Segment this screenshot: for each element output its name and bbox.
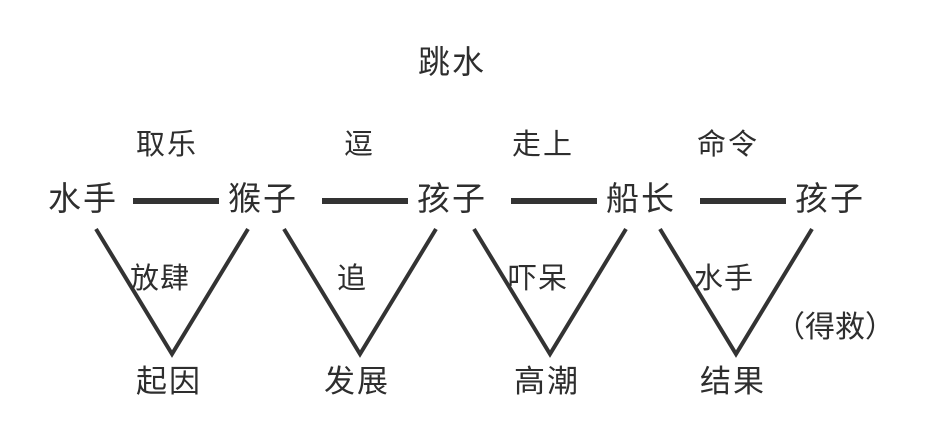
v-inner-label-2: 追 xyxy=(337,263,368,295)
chain-node-2: 猴子 xyxy=(228,182,298,218)
chain-node-4: 船长 xyxy=(606,182,676,218)
diagram-title: 跳水 xyxy=(418,44,487,80)
chain-node-1: 水手 xyxy=(48,182,118,218)
v-inner-label-4: 水手 xyxy=(694,263,755,295)
edge-label-1: 取乐 xyxy=(136,129,199,161)
stage-label-3: 高潮 xyxy=(514,364,580,399)
edge-label-4: 命令 xyxy=(697,129,760,161)
stage-label-2: 发展 xyxy=(324,364,390,399)
v-bracket-4 xyxy=(658,227,814,358)
chain-node-3: 孩子 xyxy=(417,182,487,218)
v-bracket-2 xyxy=(282,227,438,358)
v-inner-label-1: 放肆 xyxy=(130,263,191,295)
edge-label-2: 逗 xyxy=(344,129,376,161)
v-bracket-3 xyxy=(472,227,628,358)
stage-label-1: 起因 xyxy=(136,364,202,399)
outcome-note: （得救） xyxy=(775,311,895,344)
edge-label-3: 走上 xyxy=(512,129,575,161)
stage-label-4: 结果 xyxy=(700,364,766,399)
v-bracket-1 xyxy=(94,227,250,358)
v-inner-label-3: 吓呆 xyxy=(508,263,569,295)
chain-node-5: 孩子 xyxy=(795,182,865,218)
